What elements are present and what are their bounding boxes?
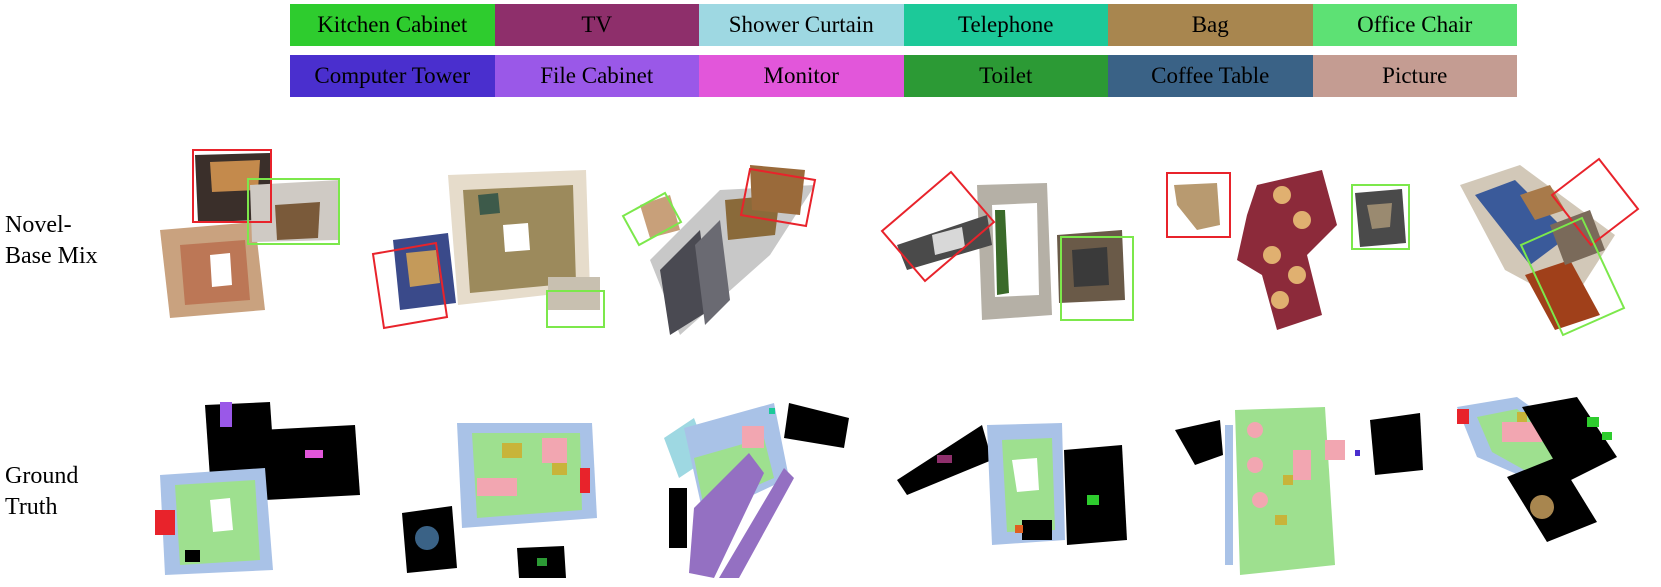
legend-item: File Cabinet	[494, 55, 699, 97]
legend-item: Bag	[1108, 4, 1313, 46]
legend-item: Monitor	[699, 55, 904, 97]
novel-bbox-red	[192, 149, 272, 223]
novel-bbox-red	[880, 170, 996, 283]
legend-item: Office Chair	[1312, 4, 1517, 46]
novel-bbox-red	[1550, 157, 1640, 247]
base-bbox-green	[546, 290, 605, 328]
row-label-line: Novel-	[5, 212, 72, 238]
mix-scene-4	[880, 170, 1137, 335]
legend-item: Toilet	[903, 55, 1108, 97]
gt-scene-2	[402, 418, 597, 578]
row-label-ground-truth: Ground Truth	[5, 461, 78, 523]
legend-item: Shower Curtain	[699, 4, 904, 46]
mix-scene-2	[371, 165, 605, 335]
row-label-novel-base-mix: Novel- Base Mix	[5, 210, 98, 272]
legend-item: Telephone	[903, 4, 1108, 46]
row-label-line: Truth	[5, 494, 58, 520]
legend-item: Computer Tower	[290, 55, 495, 97]
legend-item: TV	[494, 4, 699, 46]
legend-item: Kitchen Cabinet	[290, 4, 495, 46]
gt-scene-4	[897, 420, 1127, 565]
mix-scene-6	[1450, 155, 1660, 345]
gt-scene-5	[1175, 405, 1425, 575]
novel-bbox-red	[1166, 172, 1231, 238]
base-bbox-green	[1351, 184, 1410, 250]
legend-item: Coffee Table	[1108, 55, 1313, 97]
base-bbox-green	[247, 178, 340, 245]
base-bbox-green	[621, 191, 683, 247]
gt-scene-3	[664, 398, 864, 578]
mix-scene-1	[150, 149, 365, 340]
novel-bbox-red	[739, 167, 817, 228]
legend-item: Picture	[1312, 55, 1517, 97]
mix-scene-3	[621, 160, 850, 340]
mix-scene-5	[1162, 165, 1422, 335]
gt-scene-6	[1457, 397, 1657, 577]
novel-bbox-red	[371, 241, 449, 330]
row-label-line: Base Mix	[5, 243, 98, 269]
base-bbox-green	[1060, 236, 1134, 321]
row-label-line: Ground	[5, 463, 79, 489]
base-bbox-green	[1519, 216, 1626, 337]
gt-scene-1	[155, 400, 365, 575]
